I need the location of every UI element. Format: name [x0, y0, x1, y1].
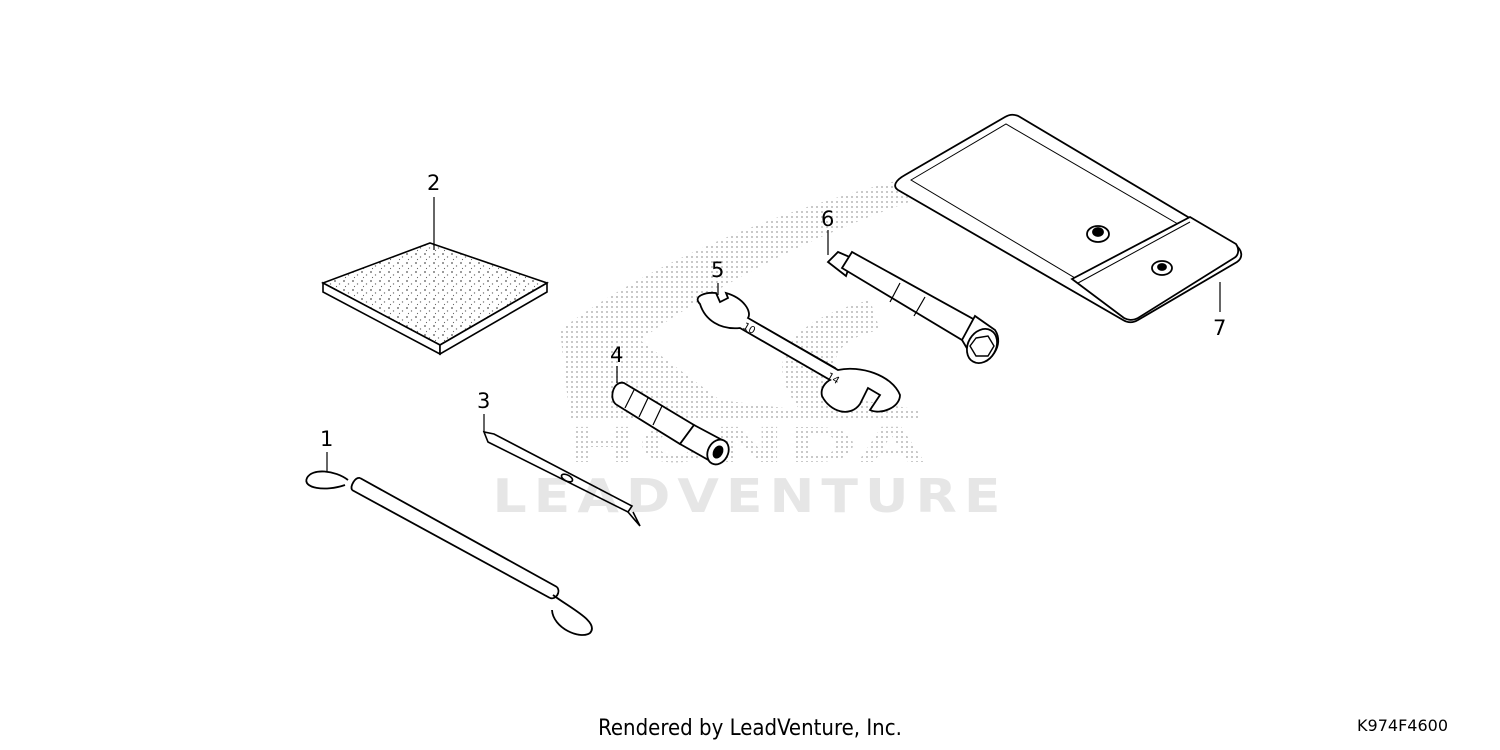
part-7-pouch — [894, 113, 1243, 324]
diagram-code: K974F4600 — [1357, 716, 1448, 735]
brand-watermark: HONDA — [565, 418, 925, 474]
wing-emblem-watermark — [560, 180, 920, 420]
leadventure-watermark: LEADVENTURE — [493, 469, 1008, 523]
callout-1: 1 — [320, 427, 333, 451]
part-6-socket — [826, 230, 1000, 364]
part-3-screwdriver — [482, 414, 641, 527]
part-1-cable — [305, 452, 593, 636]
callout-5: 5 — [711, 258, 724, 282]
footer-credit: Rendered by LeadVenture, Inc. — [598, 716, 902, 741]
part-2-sponge — [321, 197, 549, 356]
watermark: HONDA LEADVENTURE — [493, 180, 1008, 523]
callout-2: 2 — [427, 171, 440, 195]
callout-7: 7 — [1213, 316, 1226, 340]
callout-3: 3 — [477, 389, 490, 413]
callout-6: 6 — [821, 207, 834, 231]
callout-4: 4 — [610, 343, 623, 367]
part-4-handle — [611, 366, 730, 466]
part-5-wrench: 10 14 — [696, 283, 901, 413]
